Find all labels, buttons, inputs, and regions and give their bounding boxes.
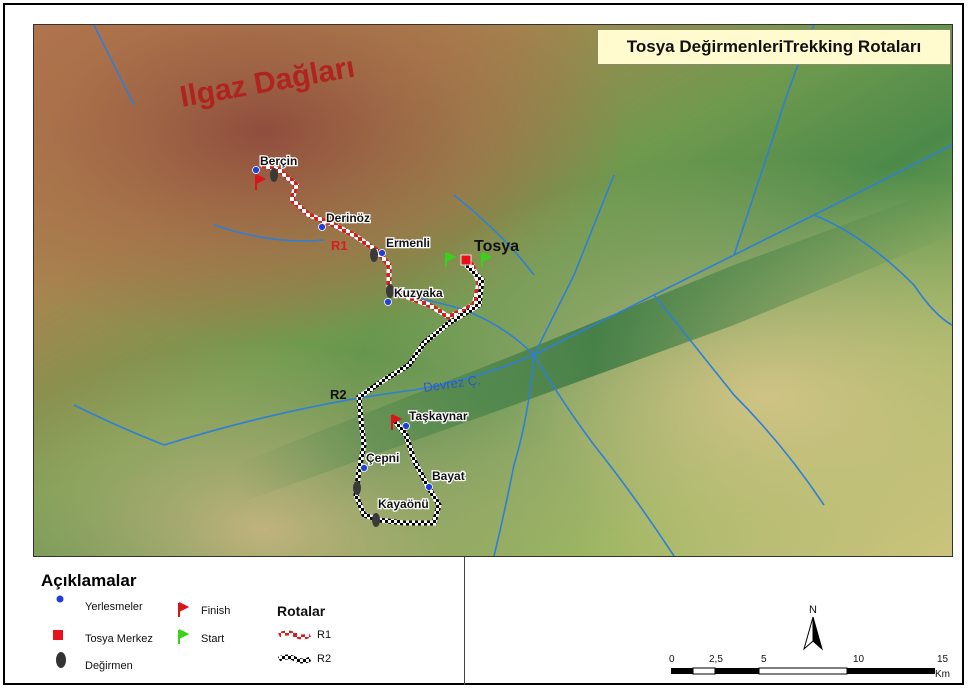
tosya-center-legend-icon — [53, 630, 63, 640]
r2-legend-icon — [277, 654, 312, 664]
legend-label-settlements: Yerlesmeler — [85, 601, 143, 613]
scale-unit: Km — [935, 669, 950, 680]
tosya-center-marker — [460, 254, 472, 266]
r1-legend-icon — [277, 630, 312, 640]
legend-label-finish: Finish — [201, 605, 231, 617]
settlement-derinoz-marker — [318, 223, 326, 231]
legend-label-tosya-center: Tosya Merkez — [85, 633, 153, 645]
scale-label-5: 5 — [761, 654, 767, 665]
north-label: N — [809, 604, 817, 616]
village-label-taskaynar: Taşkaynar — [409, 409, 468, 423]
mill-icon — [386, 284, 394, 298]
legend-panel: Açıklamalar Yerlesmeler Tosya Merkez Değ… — [33, 557, 951, 685]
routes — [261, 162, 485, 526]
village-label-ermenli: Ermenli — [386, 236, 430, 250]
mill-icons — [270, 168, 394, 527]
village-label-bercin: Berçin — [260, 154, 297, 168]
start-flag-legend-icon — [178, 629, 190, 644]
mill-legend-icon — [56, 652, 66, 668]
settlement-markers — [252, 166, 433, 491]
legend-label-r1: R1 — [317, 629, 332, 641]
settlement-kuzyaka-marker — [384, 298, 392, 306]
map-frame: Ilgaz Dağları Tosya Devrez Ç. R1 R2 Berç… — [3, 3, 964, 685]
route-r1-label: R1 — [331, 238, 348, 253]
scale-label-10: 10 — [853, 654, 865, 665]
settlement-cepni-marker — [360, 464, 368, 472]
map-area[interactable]: Ilgaz Dağları Tosya Devrez Ç. R1 R2 Berç… — [33, 24, 953, 557]
legend-label-r2: R2 — [317, 653, 332, 665]
legend-label-mill: Değirmen — [85, 660, 133, 672]
finish-flag-legend-icon — [178, 602, 190, 617]
mill-icon — [372, 513, 380, 527]
rivers — [73, 25, 952, 556]
route-r2 — [353, 263, 485, 526]
village-label-derinoz: Derinöz — [326, 211, 370, 225]
city-label: Tosya — [474, 238, 519, 255]
mill-icon — [370, 248, 378, 262]
scale-label-2-5: 2,5 — [709, 654, 723, 665]
start-flag-icon — [481, 252, 493, 267]
settlement-taskaynar-marker — [402, 422, 410, 430]
village-label-kuzyaka: Kuzyaka — [394, 286, 443, 300]
flags — [255, 174, 493, 430]
scale-label-0: 0 — [669, 654, 675, 665]
scale-bar — [671, 667, 935, 675]
settlement-legend-icon — [56, 595, 64, 603]
scale-label-15: 15 — [937, 654, 949, 665]
north-arrow-icon: N — [803, 604, 823, 651]
settlement-ermenli-marker — [378, 249, 386, 257]
legend-symbols — [53, 595, 312, 668]
legend-label-start: Start — [201, 633, 225, 645]
village-label-kayaonu: Kayaönü — [378, 497, 429, 511]
settlement-bayat-marker — [425, 483, 433, 491]
legend-routes-heading: Rotalar — [277, 603, 326, 619]
finish-flag-icon — [255, 174, 267, 190]
legend-divider — [464, 557, 465, 685]
route-r1 — [261, 162, 482, 320]
village-label-cepni: Çepni — [366, 451, 399, 465]
legend-title: Açıklamalar — [41, 571, 137, 590]
route-r2-label: R2 — [330, 387, 347, 402]
start-flag-icon — [445, 252, 457, 267]
terrain-map: Ilgaz Dağları Tosya Devrez Ç. R1 R2 Berç… — [34, 25, 952, 556]
map-title: Tosya DeğirmenleriTrekking Rotaları — [597, 29, 951, 65]
settlement-bercin-marker — [252, 166, 260, 174]
finish-flag-icon — [391, 414, 403, 430]
mill-icon — [270, 168, 278, 182]
mill-icon — [353, 481, 361, 495]
village-label-bayat: Bayat — [432, 469, 465, 483]
